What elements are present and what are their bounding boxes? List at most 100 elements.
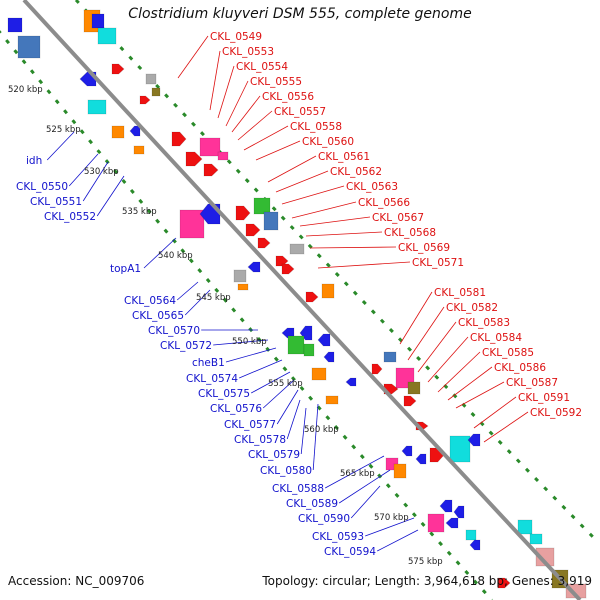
reverse-leader-line — [143, 237, 177, 269]
reverse-leader-line — [276, 389, 299, 425]
reverse-leader-line — [365, 517, 415, 537]
gene-box — [289, 243, 305, 255]
reverse-leader-line — [46, 131, 75, 161]
forward-leader-line — [299, 216, 371, 227]
gene-arrow-forward — [403, 395, 417, 407]
forward-leader-line — [447, 366, 493, 401]
forward-gene-label: CKL_0569 — [398, 242, 450, 254]
gene-box — [7, 17, 23, 33]
gene-box — [449, 435, 471, 463]
gene-arrow-reverse — [445, 517, 459, 529]
reverse-gene-label: CKL_0590 — [298, 513, 350, 525]
gene-arrow-reverse — [401, 445, 413, 457]
forward-leader-line — [427, 336, 469, 383]
gene-box — [427, 513, 445, 533]
forward-gene-label: CKL_0560 — [302, 136, 354, 148]
gene-box — [151, 87, 161, 97]
forward-gene-label: CKL_0558 — [290, 121, 342, 133]
kbp-tick-label: 575 kbp — [408, 557, 443, 567]
forward-leader-line — [255, 140, 301, 161]
forward-leader-line — [305, 231, 383, 237]
forward-gene-label: CKL_0584 — [470, 332, 522, 344]
kbp-tick-label: 535 kbp — [122, 207, 157, 217]
reverse-leader-line — [176, 281, 199, 301]
forward-gene-label: CKL_0568 — [384, 227, 436, 239]
gene-box — [133, 145, 145, 155]
kbp-tick-label: 520 kbp — [8, 85, 43, 95]
reverse-leader-line — [325, 455, 385, 489]
forward-gene-label: CKL_0571 — [412, 257, 464, 269]
reverse-gene-label: CKL_0570 — [148, 325, 200, 337]
gene-box — [321, 283, 335, 299]
forward-gene-label: CKL_0583 — [458, 317, 510, 329]
forward-gene-label: CKL_0581 — [434, 287, 486, 299]
gene-arrow-forward — [497, 577, 511, 589]
reverse-gene-label: CKL_0579 — [248, 449, 300, 461]
gene-box — [535, 547, 555, 567]
gene-arrow-forward — [235, 205, 251, 221]
kbp-tick-label: 570 kbp — [374, 513, 409, 523]
reverse-leader-line — [96, 175, 125, 217]
reverse-leader-line — [377, 529, 419, 552]
reverse-leader-line — [184, 289, 211, 316]
gene-arrow-reverse — [345, 377, 357, 387]
kbp-tick-label: 550 kbp — [232, 337, 267, 347]
forward-leader-line — [317, 261, 411, 269]
gene-arrow-forward — [203, 163, 219, 177]
gene-box — [325, 395, 339, 405]
kbp-tick-label: 545 kbp — [196, 293, 231, 303]
gene-arrow-reverse — [317, 333, 331, 347]
gene-box — [87, 99, 107, 115]
forward-gene-label: CKL_0587 — [506, 377, 558, 389]
forward-leader-line — [309, 246, 397, 249]
reverse-leader-line — [300, 407, 307, 455]
reverse-gene-label: CKL_0551 — [30, 196, 82, 208]
reverse-gene-label: CKL_0580 — [260, 465, 312, 477]
kbp-tick-label: 530 kbp — [84, 167, 119, 177]
forward-leader-line — [225, 80, 249, 127]
reverse-leader-line — [350, 485, 381, 519]
gene-arrow-reverse — [323, 351, 335, 363]
reverse-gene-label: idh — [26, 155, 42, 167]
genome-backbone — [22, 0, 582, 600]
gene-arrow-reverse — [129, 125, 141, 137]
gene-box — [217, 151, 229, 161]
gene-features — [7, 9, 587, 599]
gene-arrow-forward — [281, 263, 295, 275]
gene-box — [199, 137, 221, 157]
reverse-gene-label: CKL_0577 — [224, 419, 276, 431]
forward-leader-line — [281, 185, 345, 205]
forward-gene-label: CKL_0562 — [330, 166, 382, 178]
forward-gene-label: CKL_0585 — [482, 347, 534, 359]
gene-arrow-forward — [371, 363, 383, 375]
forward-leader-line — [275, 170, 329, 193]
gene-arrow-forward — [257, 237, 271, 249]
gene-arrow-forward — [111, 63, 125, 75]
map-title: Clostridium kluyveri DSM 555, complete g… — [128, 6, 472, 22]
gene-box — [237, 283, 249, 291]
forward-gene-label: CKL_0582 — [446, 302, 498, 314]
forward-gene-label: CKL_0556 — [262, 91, 314, 103]
forward-leader-line — [291, 201, 357, 219]
gene-arrow-forward — [185, 151, 203, 167]
forward-leader-line — [437, 351, 481, 393]
forward-gene-label: CKL_0591 — [518, 392, 570, 404]
gene-box — [383, 351, 397, 363]
forward-gene-label: CKL_0592 — [530, 407, 582, 419]
reverse-gene-label: CKL_0552 — [44, 211, 96, 223]
gene-box — [517, 519, 533, 535]
topology-text: Topology: circular; Length: 3,964,618 bp… — [262, 574, 592, 588]
gene-box — [263, 211, 279, 231]
gene-arrow-reverse — [439, 499, 453, 513]
forward-leader-line — [417, 321, 457, 373]
reverse-gene-label: CKL_0589 — [286, 498, 338, 510]
reverse-leader-line — [225, 347, 277, 363]
gene-arrow-forward — [305, 291, 319, 303]
kbp-tick-label: 555 kbp — [268, 379, 303, 389]
forward-gene-label: CKL_0586 — [494, 362, 546, 374]
reverse-leader-line — [251, 371, 291, 394]
gene-arrow-forward — [275, 255, 289, 267]
gene-box — [303, 343, 315, 357]
